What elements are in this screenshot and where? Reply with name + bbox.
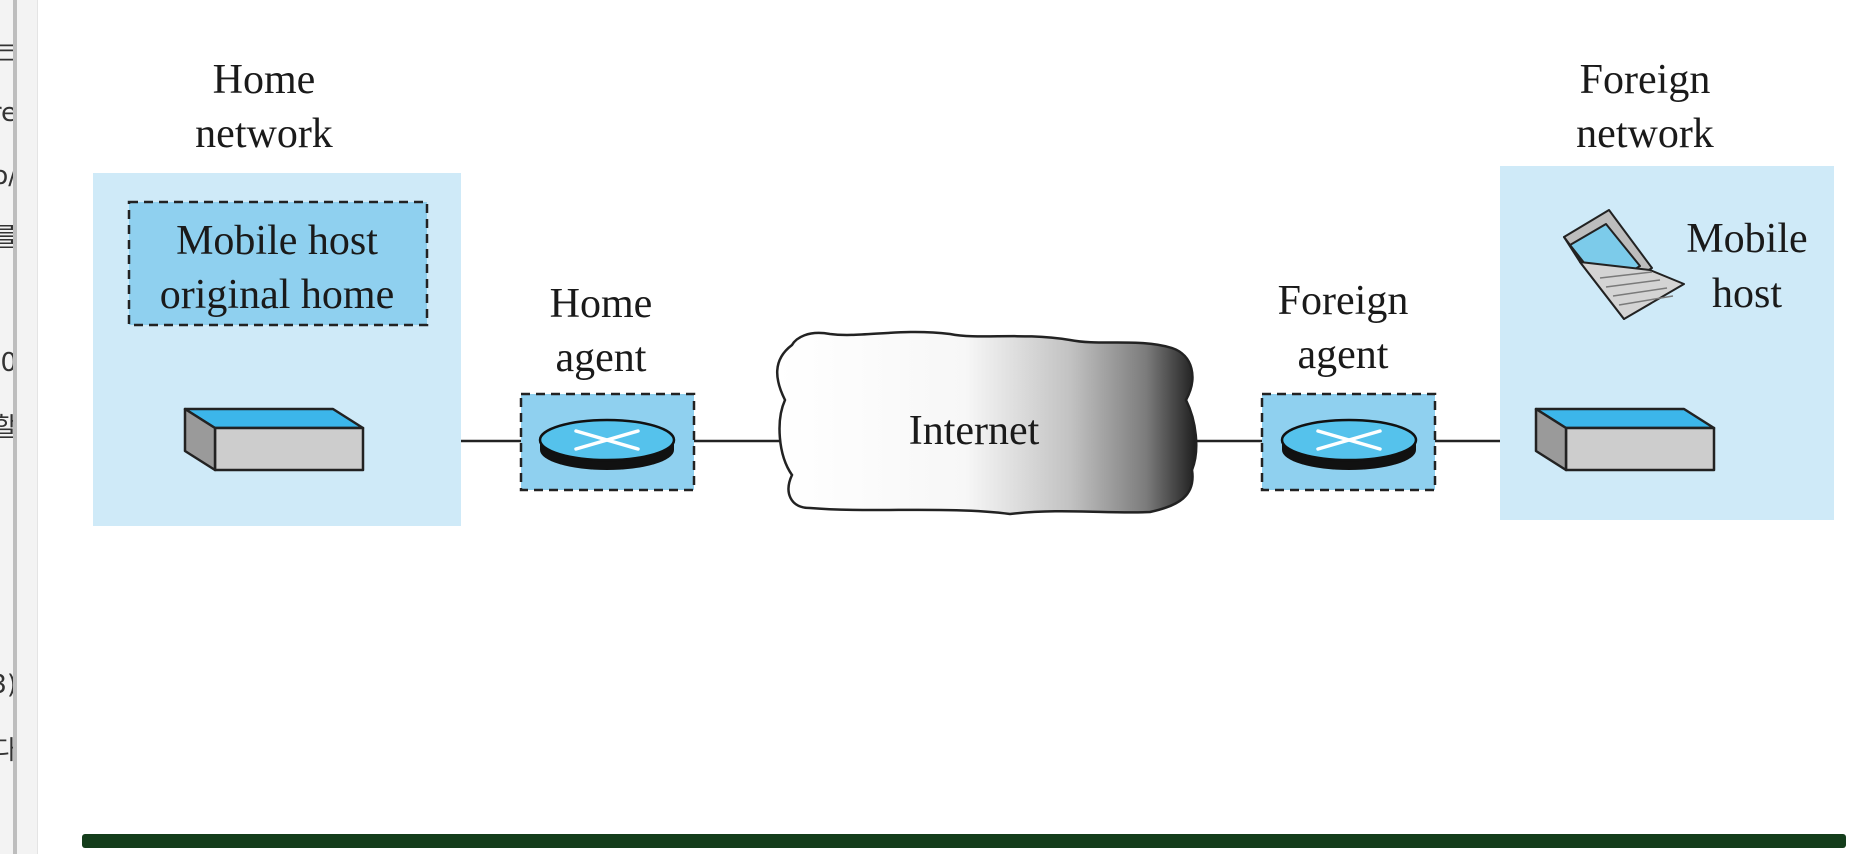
mobile-host-label-line2: host <box>1712 271 1782 317</box>
internet-cloud: Internet <box>775 330 1198 516</box>
home-agent-label-line1: Home <box>550 281 653 327</box>
mobile-host-label-line1: Mobile <box>1686 216 1807 262</box>
home-network-switch <box>183 407 365 472</box>
side-text-fragment: re <box>0 98 17 128</box>
side-text-fragment: 다 <box>0 738 17 764</box>
side-text-fragment: o/ <box>0 163 17 189</box>
home-agent: Home agent <box>519 281 696 492</box>
mobile-host-label-line2: original home <box>160 272 394 318</box>
foreign-agent: Foreign agent <box>1260 278 1437 492</box>
internet-label: Internet <box>909 408 1040 454</box>
foreign-agent-label-line2: agent <box>1298 332 1389 378</box>
home-agent-label-line2: agent <box>556 335 647 381</box>
foreign-agent-label-line1: Foreign <box>1278 278 1409 324</box>
side-panel-fragment: 는 re o/ 를 0 할 3) 다 <box>0 0 38 854</box>
foreign-network-title-line2: network <box>1576 111 1714 157</box>
mobile-host-original-home-box <box>127 200 429 327</box>
router-icon <box>538 418 676 470</box>
scrollbar-edge[interactable] <box>13 0 17 854</box>
side-text-fragment: 를 <box>0 225 17 251</box>
home-network: Home network Mobile host original home <box>93 57 461 526</box>
router-icon <box>1280 418 1418 470</box>
side-text-fragment: 는 <box>0 38 17 64</box>
bottom-divider-bar <box>82 834 1846 848</box>
foreign-network-switch <box>1534 407 1716 472</box>
home-network-title-line1: Home <box>213 57 316 103</box>
side-text-fragment: 0 <box>0 348 17 378</box>
side-text-fragment: 할 <box>0 415 17 441</box>
mobile-host-label-line1: Mobile host <box>176 218 378 264</box>
laptop-icon <box>1563 209 1685 320</box>
foreign-network: Foreign network Mobile host <box>1500 57 1834 520</box>
side-text-fragment: 3) <box>0 670 17 700</box>
home-network-title-line2: network <box>195 111 333 157</box>
foreign-network-title-line1: Foreign <box>1580 57 1711 103</box>
